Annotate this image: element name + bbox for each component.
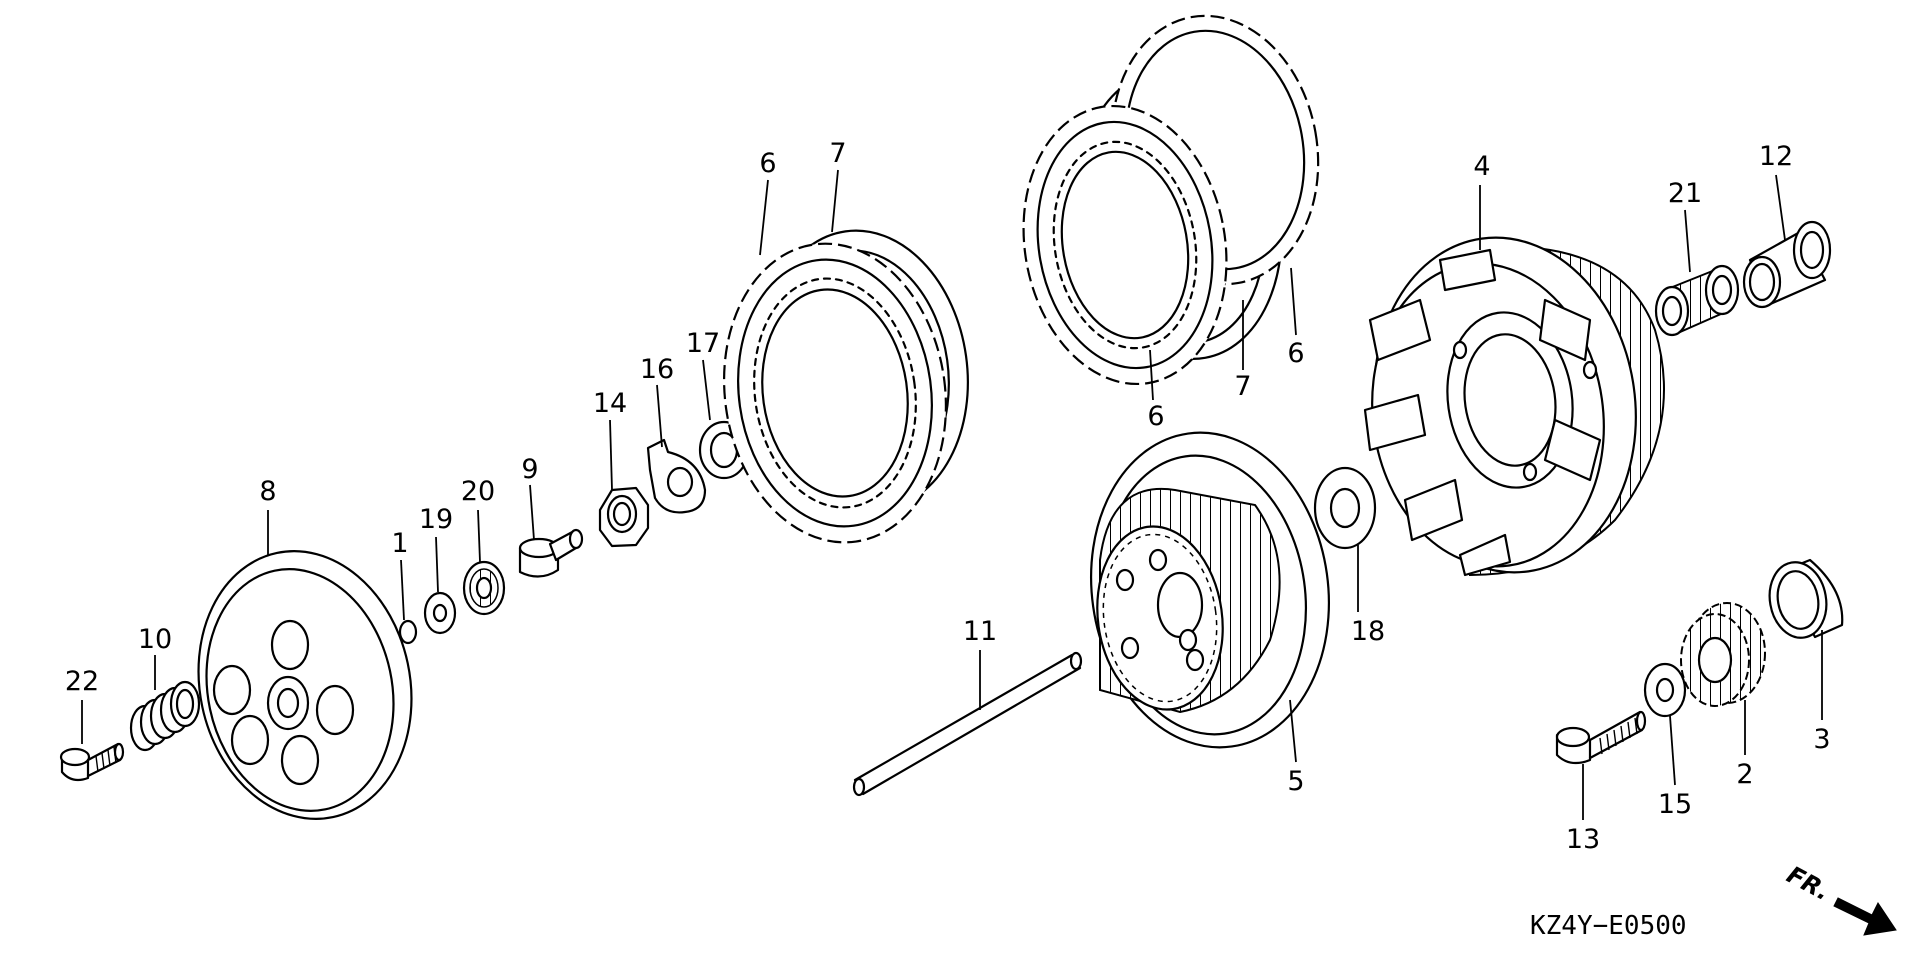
callout-8: 8	[259, 476, 276, 507]
callout-7-left: 7	[829, 138, 846, 169]
callout-9: 9	[521, 454, 538, 485]
diagram-code: KZ4Y−E0500	[1530, 911, 1687, 941]
push-rod-part-11	[852, 651, 1083, 797]
direction-label: FR.	[1782, 861, 1834, 907]
bearing-part-20	[462, 560, 506, 616]
washer-part-15	[1643, 662, 1687, 718]
circlip-part-1	[398, 619, 418, 645]
callout-labels: 22 10 8 1 19 20 9 14 16 17 6 7 6 7 6 11 …	[65, 138, 1831, 855]
callout-7-right: 7	[1234, 371, 1251, 402]
leader-lines	[81, 169, 1823, 820]
callout-1: 1	[391, 528, 408, 559]
clutch-center-part-5	[1089, 431, 1331, 749]
thrust-washer-part-18	[1313, 466, 1377, 550]
pressure-plate-part-8	[197, 550, 413, 820]
callout-6-right: 6	[1287, 338, 1304, 369]
gear-part-2	[1680, 602, 1766, 707]
needle-bearing-part-21	[1654, 264, 1740, 337]
callout-20: 20	[461, 476, 495, 507]
washer-part-19	[423, 591, 457, 635]
callout-2: 2	[1736, 759, 1753, 790]
lock-washer-part-16	[646, 438, 707, 514]
callout-6-left: 6	[759, 148, 776, 179]
direction-arrow-icon	[1833, 897, 1897, 936]
friction-disc-part-6-left	[722, 242, 948, 544]
callout-19: 19	[419, 504, 453, 535]
bushing-part-12	[1742, 220, 1832, 309]
callout-3: 3	[1813, 724, 1830, 755]
callout-6-bottom: 6	[1147, 401, 1164, 432]
callout-17: 17	[686, 328, 720, 359]
bolt-part-22	[59, 742, 125, 782]
callout-22: 22	[65, 666, 99, 697]
callout-16: 16	[640, 354, 674, 385]
callout-12: 12	[1759, 141, 1793, 172]
lifter-piece-part-9	[518, 528, 584, 578]
spring-part-10	[129, 680, 201, 752]
front-direction-indicator: FR.	[1782, 861, 1897, 936]
lock-nut-part-14	[598, 486, 650, 548]
callout-4: 4	[1473, 151, 1490, 182]
callout-13: 13	[1566, 824, 1600, 855]
callout-11: 11	[963, 616, 997, 647]
bolt-part-13	[1555, 710, 1647, 765]
friction-disc-part-6-front	[1022, 104, 1228, 386]
callout-5: 5	[1287, 766, 1304, 797]
callout-18: 18	[1351, 616, 1385, 647]
callout-21: 21	[1668, 178, 1702, 209]
callout-14: 14	[593, 388, 627, 419]
collar-part-3	[1768, 558, 1844, 639]
callout-10: 10	[138, 624, 172, 655]
clutch-outer-part-4	[1363, 236, 1665, 577]
callout-15: 15	[1658, 789, 1692, 820]
